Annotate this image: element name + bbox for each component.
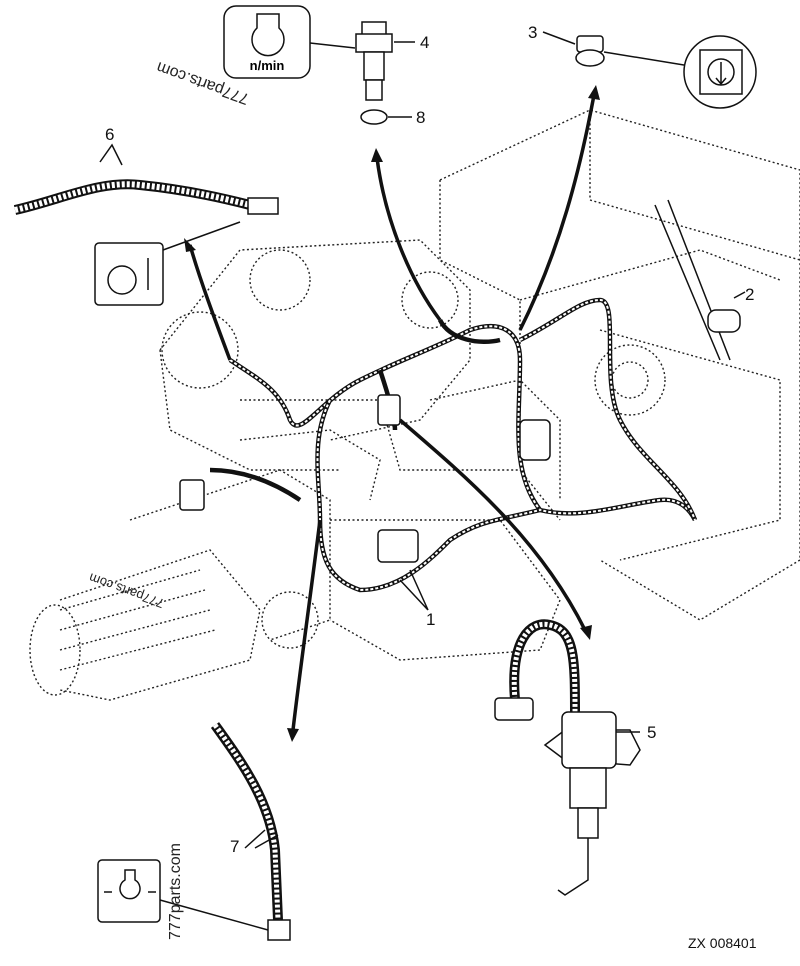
watermark: 777parts.com (87, 570, 166, 611)
speed-sensor-part: n/min (223, 5, 415, 125)
callout-1: 1 (426, 610, 435, 629)
pressure-switch-part (542, 31, 757, 109)
callout-8: 8 (416, 108, 425, 127)
wiring-harness (179, 297, 698, 593)
oil-pressure-symbol-box (97, 859, 161, 923)
engine-outline (29, 109, 800, 701)
control-box (377, 529, 419, 563)
oil-pressure-sender-part (97, 722, 291, 941)
callout-numbers: 1 2 3 4 5 6 7 8 (105, 23, 754, 856)
callout-4: 4 (420, 33, 429, 52)
rpm-symbol-box (223, 5, 311, 79)
temperature-symbol-box (94, 242, 164, 306)
stop-solenoid-part (494, 619, 641, 896)
callout-3: 3 (528, 23, 537, 42)
callout-5: 5 (647, 723, 656, 742)
rpm-symbol-label: n/min (250, 58, 285, 73)
watermark: 777parts.com (167, 843, 184, 940)
callout-2: 2 (745, 285, 754, 304)
sensor-part-2 (654, 199, 746, 361)
temperature-sender-part (13, 143, 279, 306)
callout-6: 6 (105, 125, 114, 144)
connection-arrows (184, 85, 600, 742)
drawing-reference-code: ZX 008401 (688, 935, 757, 951)
callout-7: 7 (230, 837, 239, 856)
